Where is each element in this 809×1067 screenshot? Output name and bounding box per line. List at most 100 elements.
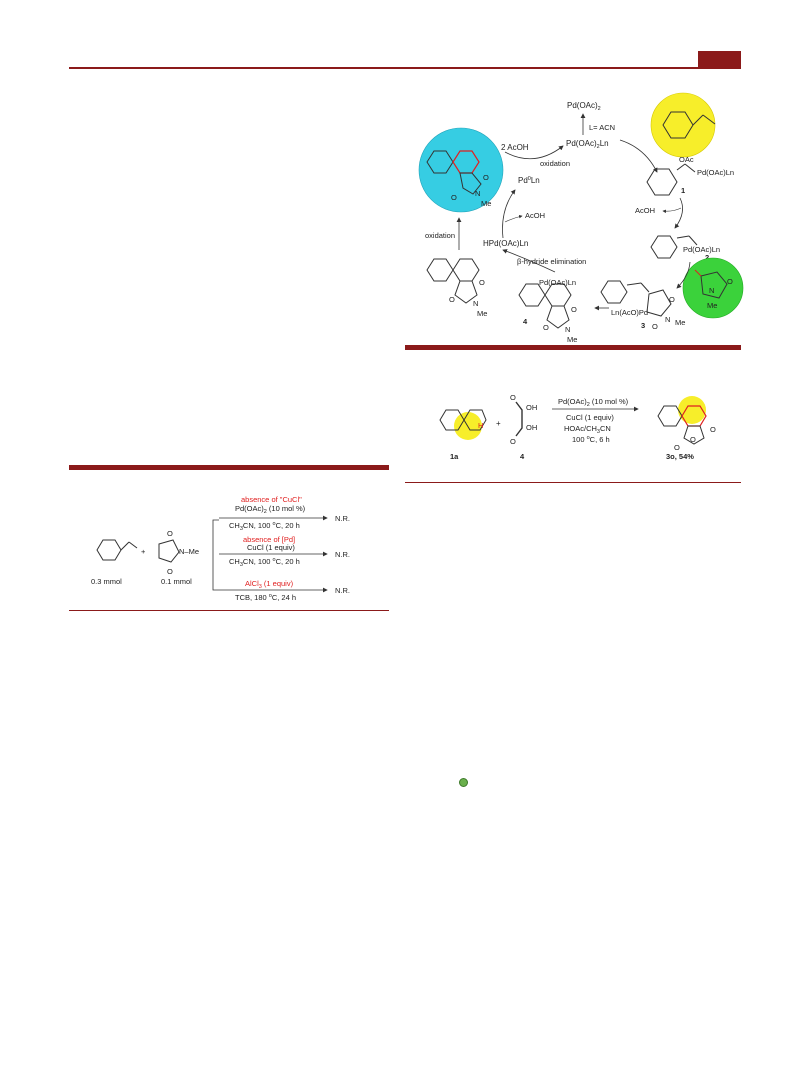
prod4-ring-a: [426, 258, 454, 282]
rxn-cond-d: 100 oC, 6 h: [572, 435, 610, 444]
nr-2: N.R.: [335, 550, 350, 559]
int4-me: Me: [567, 335, 577, 344]
product-3o-o1: O: [710, 425, 716, 434]
prod4-o1: O: [479, 278, 485, 287]
cond3: TCB, 180 oC, 24 h: [235, 593, 296, 602]
rxn-cond-a: Pd(OAc)2 (10 mol %): [558, 397, 629, 408]
maleimide-ring: [700, 271, 728, 299]
rxn-cond-c: HOAc/CH3CN: [564, 424, 611, 435]
cond1a: Pd(OAc)2 (10 mol %): [235, 504, 306, 515]
int3-label: 3: [641, 321, 645, 330]
acoh-a-label: AcOH: [635, 206, 655, 215]
cond2a: CuCl (1 equiv): [247, 543, 295, 552]
styrene-highlight: [650, 92, 716, 158]
oxidation-label-1: oxidation: [540, 159, 570, 168]
int3-me: Me: [675, 318, 685, 327]
control-n-me: N–Me: [179, 547, 199, 556]
int4-ring-a: [518, 283, 546, 307]
control-bottom-rule: [69, 610, 389, 611]
product-3o-o3: O: [674, 443, 680, 452]
ln-aco-pd-label: Ln(AcO)Pd: [611, 308, 648, 317]
prod4-me: Me: [477, 309, 487, 318]
label-3o: 3o, 54%: [666, 452, 694, 461]
product-3o-highlight: [678, 396, 706, 424]
styrene-mmol: 0.3 mmol: [91, 577, 122, 586]
maleimide-n: N: [709, 286, 714, 295]
product-3o-o2: O: [690, 435, 696, 444]
acid-backbone: [515, 401, 523, 437]
green-dot-icon: [459, 778, 468, 787]
product-me: Me: [481, 199, 491, 208]
acid-o1: O: [510, 393, 516, 402]
rxn-cond-b: CuCl (1 equiv): [566, 413, 614, 422]
maleimide-mmol: 0.1 mmol: [161, 577, 192, 586]
oxidation-label-2: oxidation: [425, 231, 455, 240]
int2-label: 2: [705, 253, 709, 262]
product-highlight: [418, 127, 504, 213]
insertion-arrow: [619, 139, 658, 173]
absence-pd-label: absence of [Pd]: [243, 535, 295, 544]
control-o1: O: [167, 529, 173, 538]
header-tab-block: [698, 51, 741, 67]
header-rule: [69, 67, 741, 69]
two-acoh-label: 2 AcOH: [501, 143, 529, 152]
reaction-bottom-rule: [405, 482, 741, 483]
int4-label: 4: [523, 317, 528, 326]
substrate-h: H: [478, 421, 483, 430]
mechanism-bottom-bar: [405, 345, 741, 350]
control-plus: +: [141, 547, 146, 556]
acid-oh1: OH: [526, 403, 537, 412]
int4-ring-c: [546, 305, 570, 329]
maleimide-o: O: [727, 277, 733, 286]
label-4: 4: [520, 452, 525, 461]
int3-o2: O: [652, 322, 658, 331]
nr-1: N.R.: [335, 514, 350, 523]
pd-oac2-label: Pd(OAc)2: [567, 101, 601, 112]
label-1a: 1a: [450, 452, 459, 461]
int3-ring: [600, 280, 628, 304]
mechanism-scheme: Pd(OAc)2 L= ACN Pd(OAc)2Ln 2 AcOH oxidat…: [418, 92, 744, 344]
pd0ln-label: Pd0Ln: [518, 176, 540, 185]
int1-label: 1: [681, 186, 685, 195]
alcl3-label: AlCl3 (1 equiv): [245, 579, 294, 590]
beta-elim-arrow: [502, 249, 556, 273]
maleimide-me: Me: [707, 301, 717, 310]
int3-o1: O: [669, 295, 675, 304]
product-o2: O: [451, 193, 457, 202]
int4-o1: O: [571, 305, 577, 314]
elim-arrow-1: [674, 197, 683, 229]
plus-sign: +: [496, 419, 501, 428]
hpd-label: HPd(OAc)Ln: [483, 239, 528, 248]
beta-elim-label: β-hydride elimination: [517, 257, 586, 266]
control-scheme: 0.3 mmol + O O N–Me 0.1 mmol absence of …: [91, 495, 350, 602]
cond2b: CH3CN, 100 oC, 20 h: [229, 557, 300, 568]
prod4-o2: O: [449, 295, 455, 304]
int1-pd-label: Pd(OAc)Ln: [697, 168, 734, 177]
control-top-bar: [69, 465, 389, 470]
ligand-label: L= ACN: [589, 123, 615, 132]
reductive-arrow: [502, 189, 516, 239]
acoh-b-label: AcOH: [525, 211, 545, 220]
int4-pd-label: Pd(OAc)Ln: [539, 278, 576, 287]
int4-n: N: [565, 325, 570, 334]
absence-cucl-label: absence of "CuCl": [241, 495, 302, 504]
prod4-n: N: [473, 299, 478, 308]
int2-pd-label: Pd(OAc)Ln: [683, 245, 720, 254]
oac-label: OAc: [679, 155, 694, 164]
cond1b: CH3CN, 100 oC, 20 h: [229, 521, 300, 532]
int2-ring: [650, 235, 678, 259]
int3-n: N: [665, 315, 670, 324]
reaction-scheme: H 1a + OH OH O O 4 Pd(OAc)2 (10 mol %) C…: [439, 393, 716, 461]
control-maleimide-ring: [158, 539, 180, 563]
acid-o2: O: [510, 437, 516, 446]
control-styrene-ring: [96, 539, 122, 561]
int4-ring-b: [544, 283, 572, 307]
acid-oh2: OH: [526, 423, 537, 432]
product-o1: O: [483, 173, 489, 182]
insertion-arrow-2: [676, 261, 691, 289]
int1-ring: [646, 168, 678, 196]
control-o2: O: [167, 567, 173, 576]
prod4-ring-b: [452, 258, 480, 282]
product-n: N: [475, 189, 480, 198]
pd-oac2ln-label: Pd(OAc)2Ln: [566, 139, 609, 150]
